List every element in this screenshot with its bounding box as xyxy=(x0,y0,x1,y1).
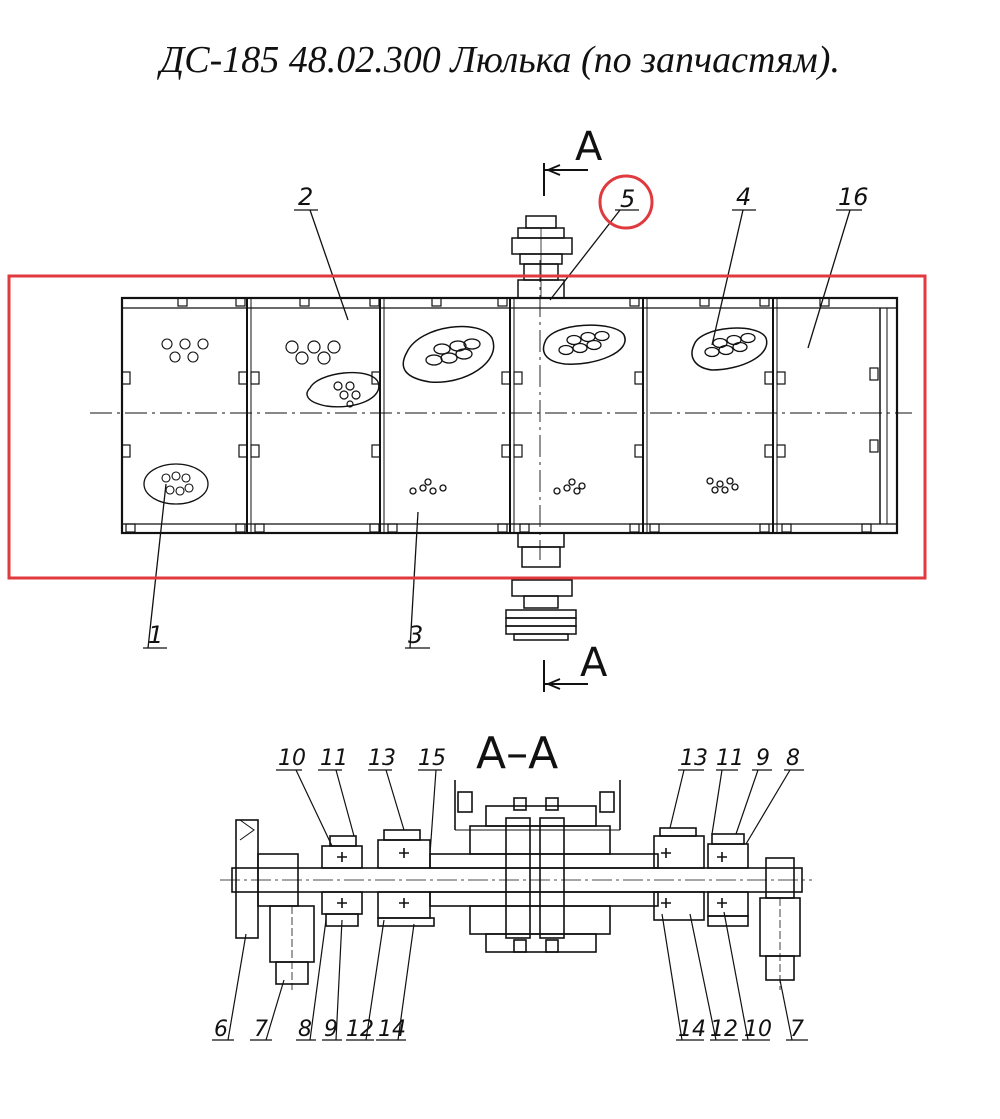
callout-7-left: 7 xyxy=(254,1017,268,1042)
section-title: А–А xyxy=(476,728,558,779)
section-marker-bottom: А xyxy=(580,640,608,686)
callout-13-right: 13 xyxy=(680,746,708,771)
callout-6: 6 xyxy=(214,1017,228,1042)
callout-7-right: 7 xyxy=(790,1017,804,1042)
callout-15: 15 xyxy=(418,746,446,771)
callout-13-left: 13 xyxy=(368,746,396,771)
callout-8-left: 8 xyxy=(298,1017,312,1042)
callout-4: 4 xyxy=(736,183,751,211)
callout-11-left: 11 xyxy=(320,746,348,771)
callout-1: 1 xyxy=(148,621,163,649)
callout-9-left: 9 xyxy=(324,1017,338,1042)
callout-12-right: 12 xyxy=(710,1017,738,1042)
callout-10-left: 10 xyxy=(278,746,306,771)
callout-16: 16 xyxy=(838,183,869,211)
callout-5: 5 xyxy=(620,185,635,213)
section-marker-top: А xyxy=(575,124,603,170)
plan-view: А А xyxy=(90,124,912,692)
callout-2: 2 xyxy=(298,183,313,211)
callout-8-right: 8 xyxy=(786,746,800,771)
section-view xyxy=(212,769,812,1041)
callout-9-right: 9 xyxy=(756,746,770,771)
drawing-title: ДС-185 48.02.300 Люлька (по запчастям). xyxy=(160,39,840,81)
callout-14-left: 14 xyxy=(378,1017,406,1042)
callout-3: 3 xyxy=(408,621,423,649)
highlight-rectangle xyxy=(7,274,927,580)
highlight-circle xyxy=(598,174,654,230)
callout-11-right: 11 xyxy=(716,746,744,771)
callout-10-right: 10 xyxy=(744,1017,772,1042)
callout-14-right: 14 xyxy=(678,1017,706,1042)
callout-12-left: 12 xyxy=(346,1017,374,1042)
